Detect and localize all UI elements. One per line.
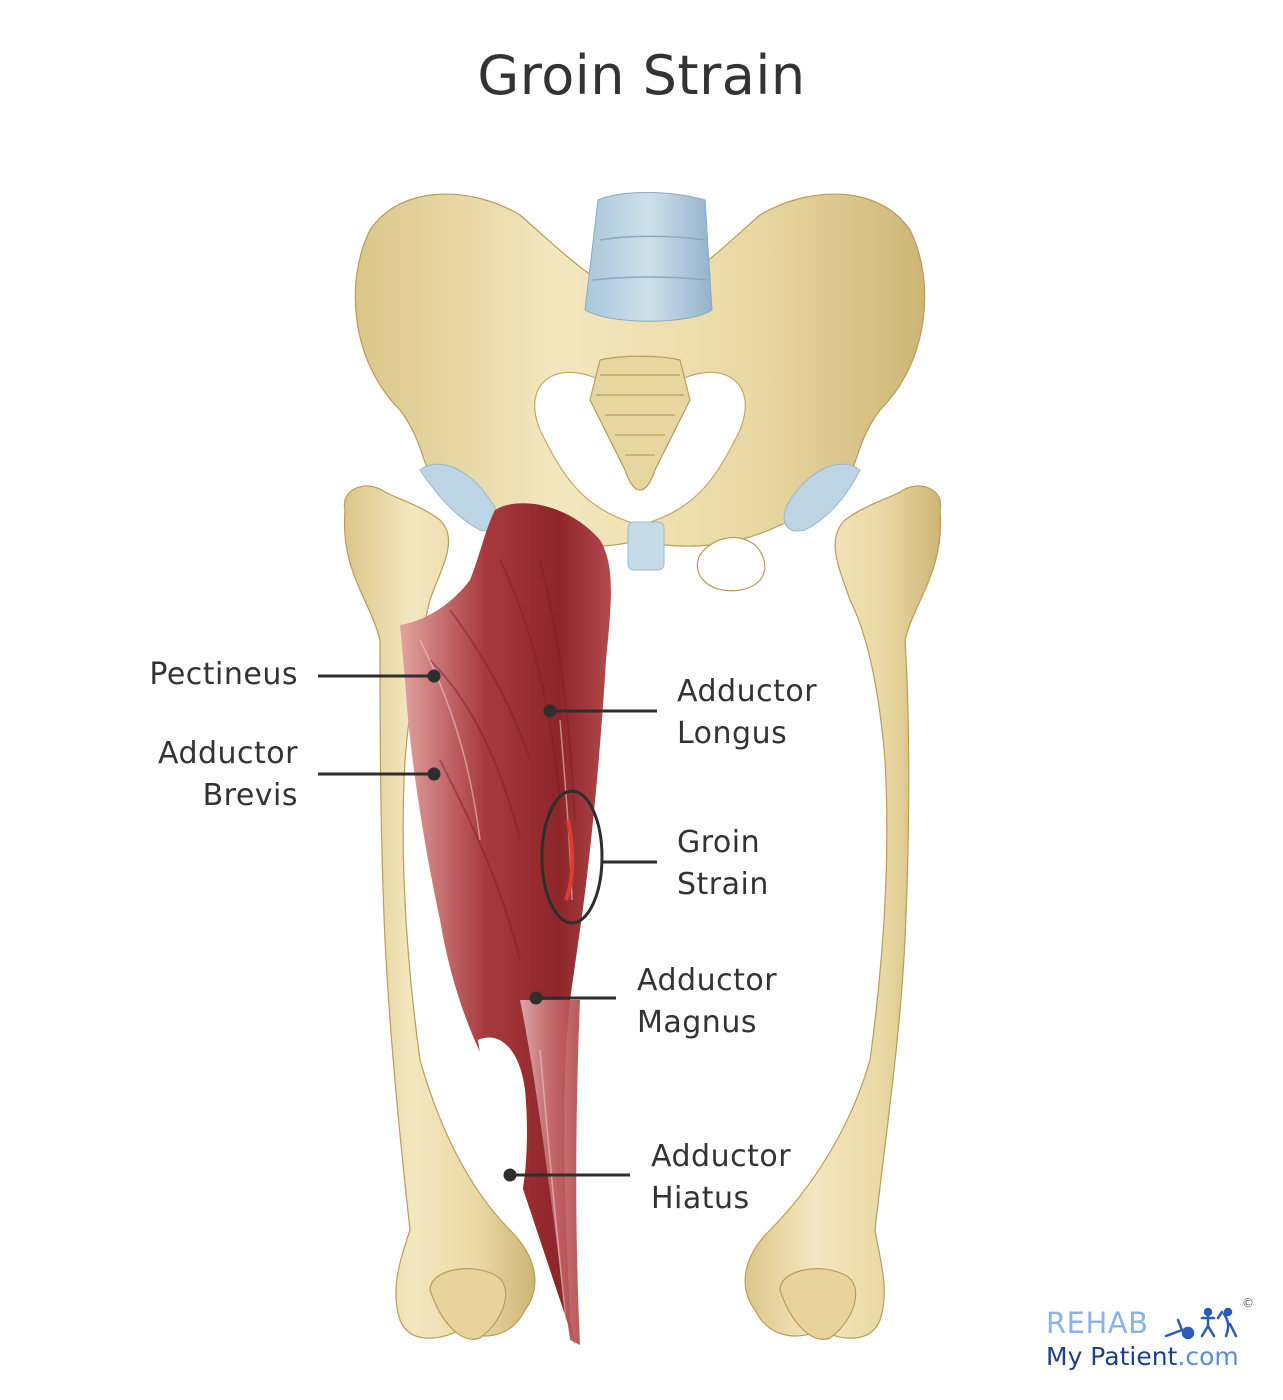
rehab-my-patient-logo: REHAB © My Patient.com — [1046, 1296, 1276, 1376]
strain-highlight-ellipse — [540, 789, 604, 925]
leader-lines — [318, 669, 657, 1182]
label-line: Pectineus — [149, 657, 298, 692]
label-adductor-brevis: Adductor Brevis — [130, 733, 298, 817]
label-line: Strain — [677, 867, 769, 902]
label-line: Groin — [677, 825, 761, 860]
diagram-title: Groin Strain — [477, 44, 806, 107]
label-groin-strain: Groin Strain — [677, 822, 769, 906]
logo-rehab-text: REHAB — [1046, 1306, 1149, 1340]
label-line: Magnus — [637, 1005, 757, 1040]
pubic-symphysis — [627, 521, 665, 571]
label-line: Adductor — [651, 1139, 792, 1174]
label-line: Adductor — [157, 736, 298, 771]
adductor-muscles — [400, 503, 611, 1345]
label-line: Hiatus — [651, 1181, 750, 1216]
label-line: Adductor — [637, 963, 778, 998]
label-adductor-longus: Adductor Longus — [677, 671, 817, 755]
exercise-figures-icon — [1164, 1307, 1238, 1340]
strain-tear — [564, 819, 575, 901]
logo-site-text: My Patient.com — [1046, 1342, 1239, 1371]
label-adductor-hiatus: Adductor Hiatus — [651, 1136, 791, 1220]
label-line: Brevis — [202, 778, 298, 813]
logo-site-main: My Patient — [1046, 1342, 1178, 1371]
label-pectineus: Pectineus — [130, 654, 298, 696]
right-hip-cartilage — [783, 463, 861, 532]
label-line: Longus — [677, 716, 788, 751]
logo-site-suffix: .com — [1177, 1342, 1239, 1371]
lumbar-vertebra — [584, 192, 713, 322]
label-line: Adductor — [677, 674, 818, 709]
copyright-symbol: © — [1242, 1296, 1254, 1310]
label-adductor-magnus: Adductor Magnus — [637, 960, 777, 1044]
left-femur — [343, 485, 536, 1340]
right-femur — [744, 485, 942, 1340]
